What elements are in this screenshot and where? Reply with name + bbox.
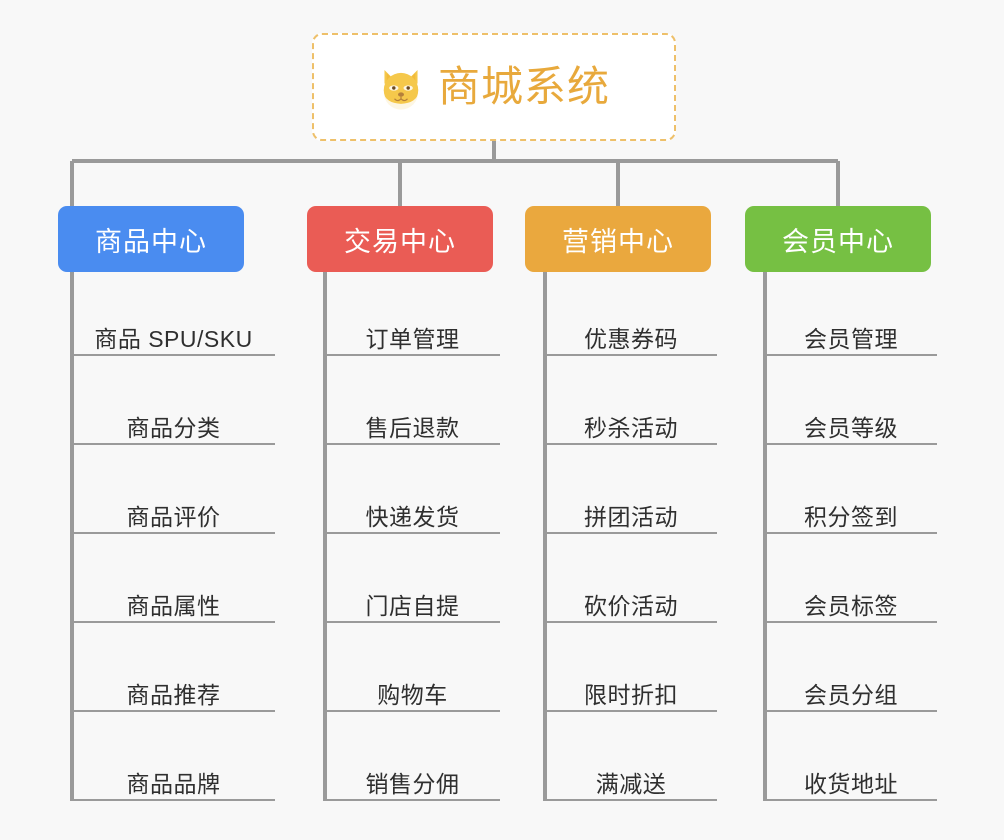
leaf-item-label: 拼团活动 <box>584 503 678 530</box>
leaf-item[interactable]: 商品 SPU/SKU <box>72 312 275 356</box>
leaf-item[interactable]: 快递发货 <box>325 490 500 534</box>
leaf-item-label: 砍价活动 <box>584 592 678 619</box>
leaf-item-label: 销售分佣 <box>365 770 460 797</box>
leaf-item-label: 商品 SPU/SKU <box>94 325 253 352</box>
leaf-item-label: 商品属性 <box>126 592 221 619</box>
leaf-item[interactable]: 会员等级 <box>765 401 937 445</box>
category-header-2[interactable]: 交易中心 <box>307 206 493 272</box>
leaf-item[interactable]: 商品品牌 <box>72 757 275 801</box>
leaf-item[interactable]: 收货地址 <box>765 757 937 801</box>
leaf-item-label: 收货地址 <box>804 770 898 797</box>
leaf-item-label: 快递发货 <box>365 503 460 530</box>
leaf-item[interactable]: 商品属性 <box>72 579 275 623</box>
leaf-item-label: 秒杀活动 <box>584 414 678 441</box>
leaf-item-label: 商品分类 <box>126 414 221 441</box>
leaf-item-label: 商品品牌 <box>126 770 221 797</box>
leaf-item-label: 优惠券码 <box>584 325 678 352</box>
leaf-item[interactable]: 拼团活动 <box>545 490 717 534</box>
leaf-item[interactable]: 购物车 <box>325 668 500 712</box>
leaf-item-label: 门店自提 <box>365 592 460 619</box>
dog-face-icon <box>383 70 419 110</box>
leaf-item-label: 满减送 <box>595 770 667 797</box>
leaf-item[interactable]: 秒杀活动 <box>545 401 717 445</box>
leaf-item-label: 售后退款 <box>365 414 460 441</box>
leaf-item-label: 限时折扣 <box>584 681 678 708</box>
leaf-item-label: 商品评价 <box>126 503 221 530</box>
category-header-label: 会员中心 <box>782 226 894 257</box>
leaf-item[interactable]: 门店自提 <box>325 579 500 623</box>
leaf-item[interactable]: 积分签到 <box>765 490 937 534</box>
leaf-item-label: 会员标签 <box>804 592 898 619</box>
leaf-item[interactable]: 售后退款 <box>325 401 500 445</box>
leaf-item-label: 会员等级 <box>804 414 898 441</box>
leaf-item[interactable]: 限时折扣 <box>545 668 717 712</box>
leaf-item[interactable]: 商品推荐 <box>72 668 275 712</box>
leaf-item[interactable]: 商品分类 <box>72 401 275 445</box>
leaf-item-label: 购物车 <box>377 681 448 708</box>
leaf-item[interactable]: 会员管理 <box>765 312 937 356</box>
leaf-item[interactable]: 满减送 <box>545 757 717 801</box>
leaf-item[interactable]: 订单管理 <box>325 312 500 356</box>
leaf-item[interactable]: 销售分佣 <box>325 757 500 801</box>
leaf-item-label: 积分签到 <box>804 503 898 530</box>
leaf-item-label: 会员分组 <box>804 681 898 708</box>
leaf-item[interactable]: 优惠券码 <box>545 312 717 356</box>
root-node[interactable]: 商城系统 <box>312 33 676 141</box>
leaf-item[interactable]: 砍价活动 <box>545 579 717 623</box>
leaf-item-label: 会员管理 <box>804 325 898 352</box>
category-header-1[interactable]: 商品中心 <box>58 206 244 272</box>
category-header-4[interactable]: 会员中心 <box>745 206 931 272</box>
category-header-label: 商品中心 <box>95 226 207 257</box>
category-header-3[interactable]: 营销中心 <box>525 206 711 272</box>
leaf-item[interactable]: 会员分组 <box>765 668 937 712</box>
category-header-label: 营销中心 <box>562 226 674 257</box>
leaf-item-label: 订单管理 <box>365 325 460 352</box>
leaf-item[interactable]: 会员标签 <box>765 579 937 623</box>
root-title: 商城系统 <box>437 63 610 110</box>
category-header-label: 交易中心 <box>344 226 456 257</box>
leaf-item-label: 商品推荐 <box>126 681 221 708</box>
leaf-item[interactable]: 商品评价 <box>72 490 275 534</box>
